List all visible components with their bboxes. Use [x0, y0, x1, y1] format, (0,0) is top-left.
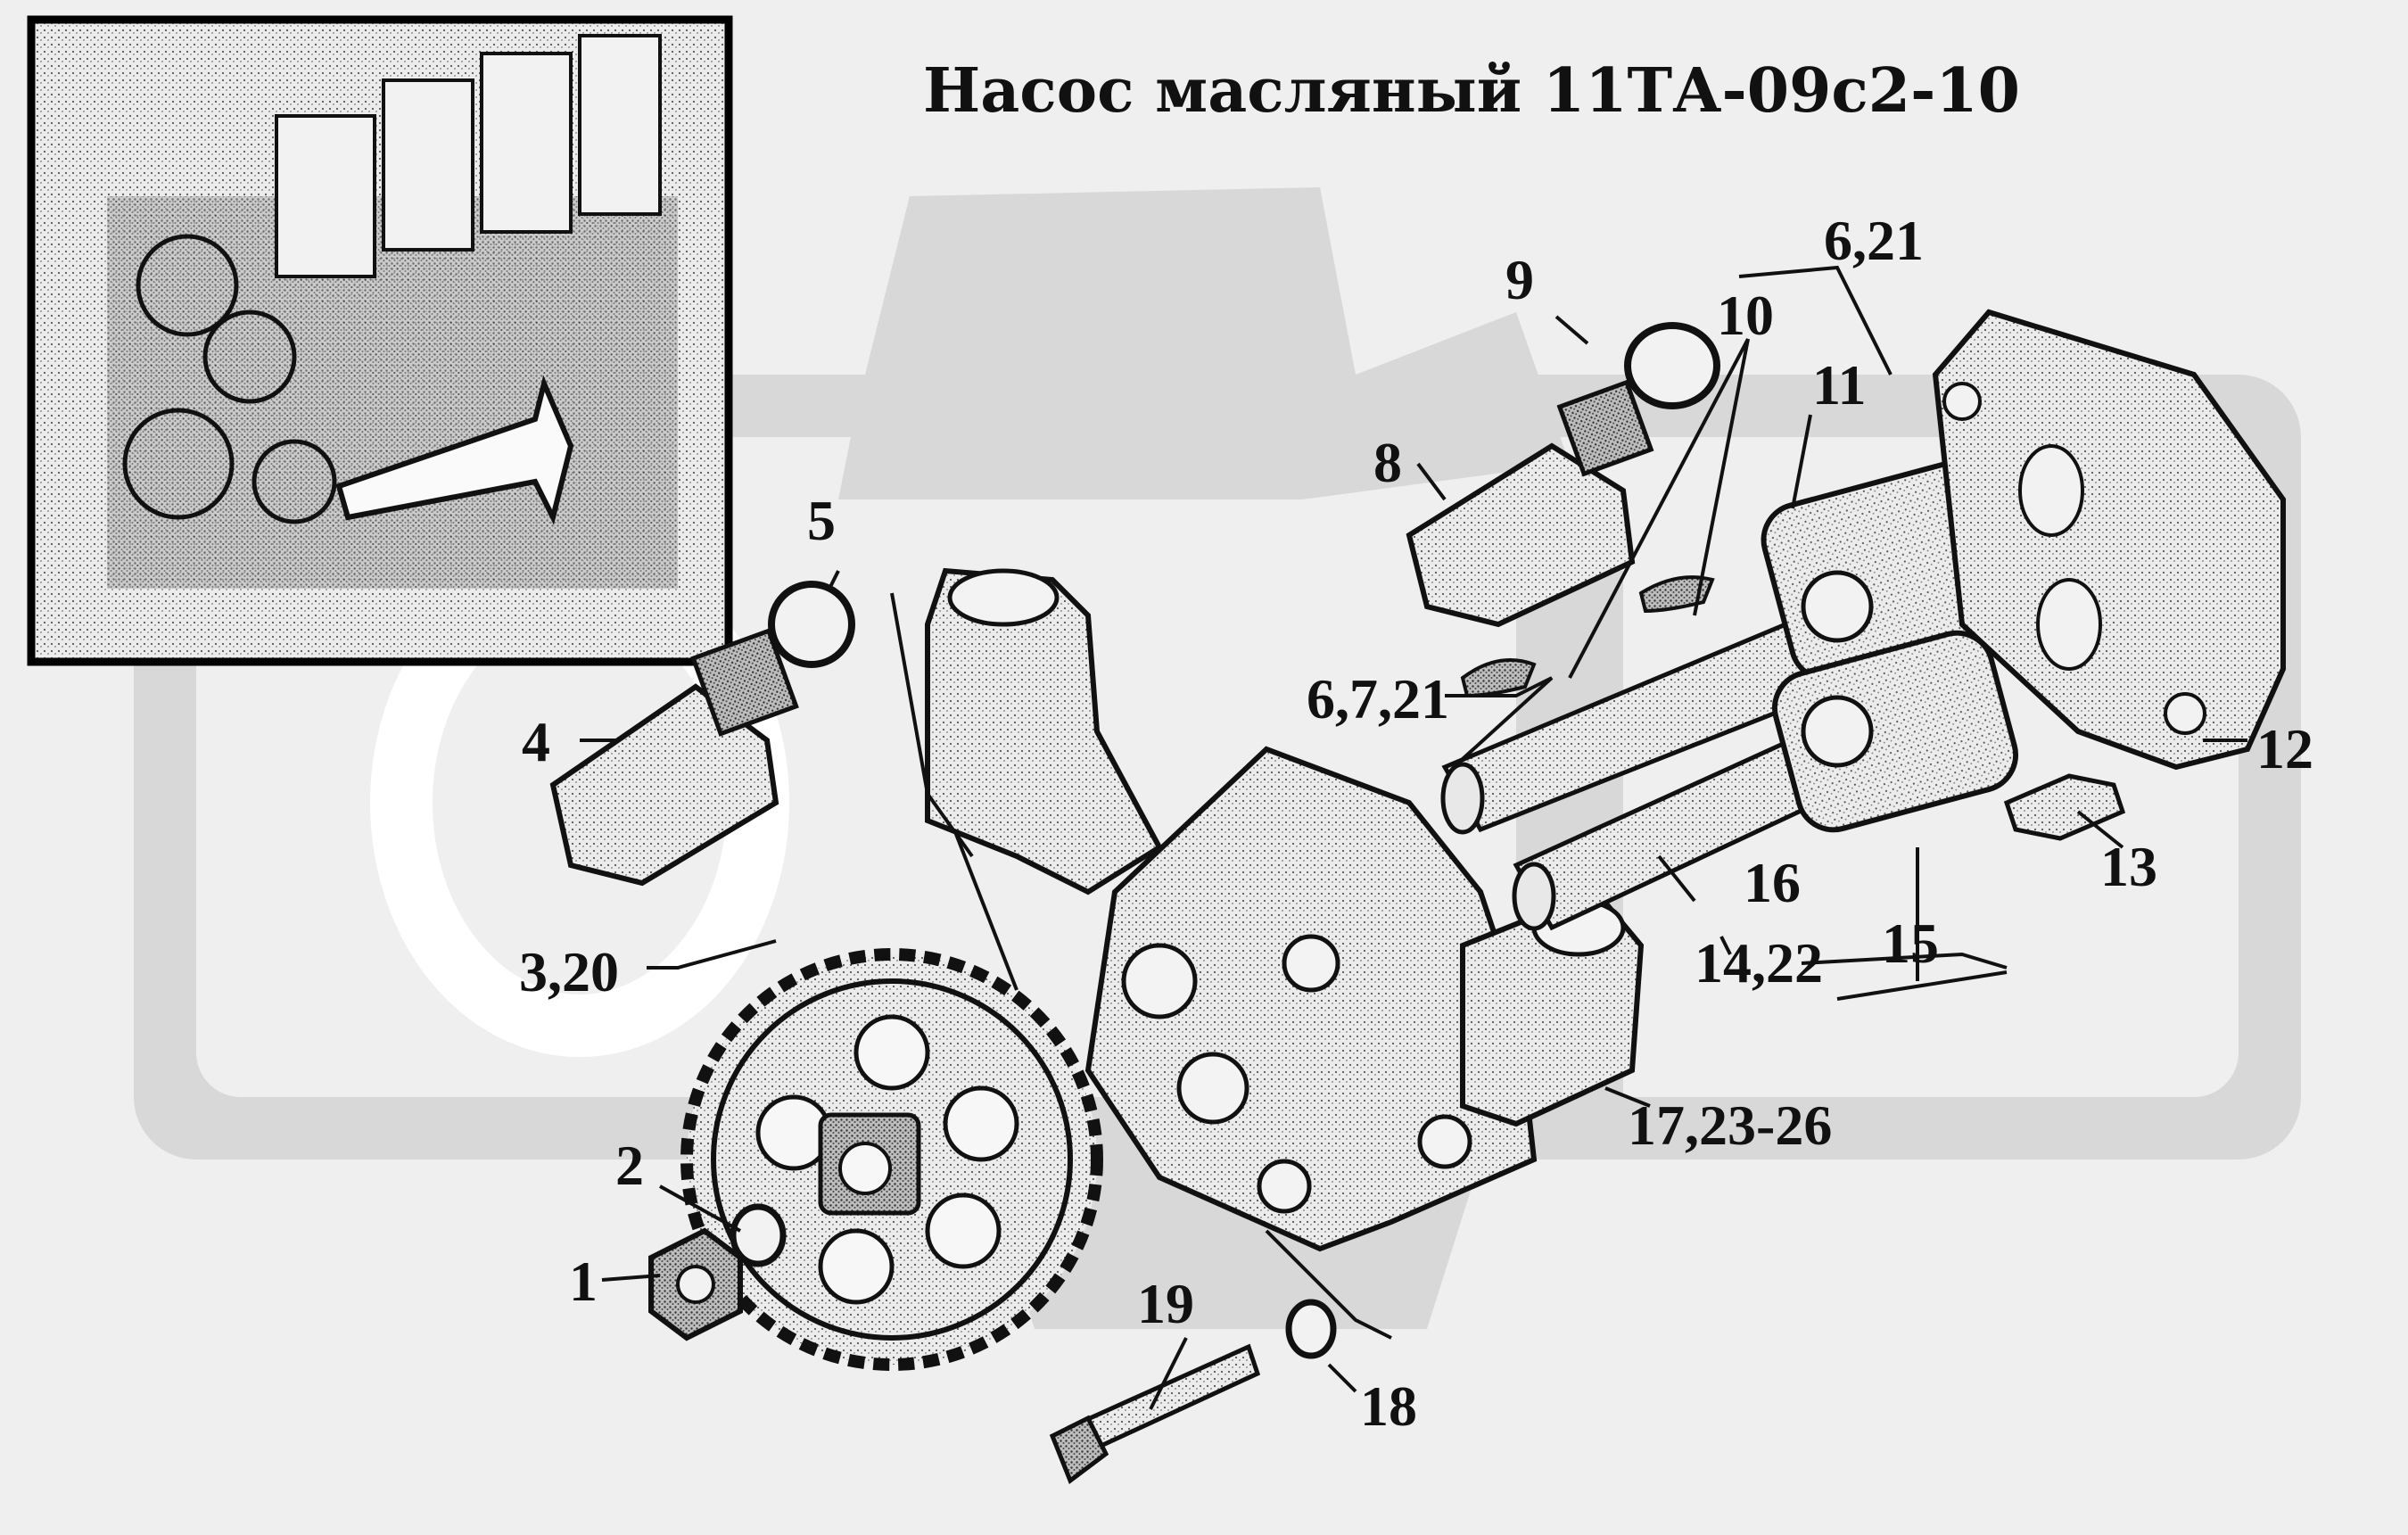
- callout-8: 8: [1373, 431, 1402, 494]
- pump-body: [925, 567, 1645, 1252]
- callout-15: 15: [1882, 912, 1939, 975]
- pump-shafts: [1440, 603, 1868, 931]
- callout-14-22: 14,22: [1695, 931, 1823, 994]
- callout-17-23-26: 17,23-26: [1628, 1093, 1833, 1157]
- callout-12: 12: [2256, 717, 2313, 780]
- callout-9: 9: [1505, 248, 1534, 311]
- keys-10: [1460, 575, 1715, 698]
- callout-13: 13: [2100, 835, 2157, 898]
- callout-19: 19: [1137, 1272, 1194, 1335]
- diagram-title: Насос масляный 11ТА-09с2-10: [923, 55, 2020, 127]
- callout-1: 1: [569, 1250, 598, 1313]
- leader-lines: [580, 265, 2247, 1410]
- callout-3-20: 3,20: [519, 940, 619, 1003]
- callout-6-7-21: 6,7,21: [1307, 667, 1449, 730]
- bolt-19: [1049, 1299, 1337, 1484]
- callout-18: 18: [1360, 1374, 1417, 1438]
- valve-4: [549, 581, 855, 887]
- drive-gear: [680, 948, 1103, 1371]
- callout-6-21: 6,21: [1824, 209, 1924, 272]
- engine-location-inset: [27, 15, 733, 666]
- callout-2: 2: [615, 1134, 644, 1197]
- callout-11: 11: [1812, 353, 1867, 417]
- callout-5: 5: [807, 489, 836, 552]
- nut-1: [648, 1203, 787, 1341]
- pump-cover: [1932, 309, 2286, 771]
- callout-16: 16: [1744, 851, 1801, 914]
- callout-4: 4: [522, 710, 550, 773]
- callout-10: 10: [1717, 284, 1774, 347]
